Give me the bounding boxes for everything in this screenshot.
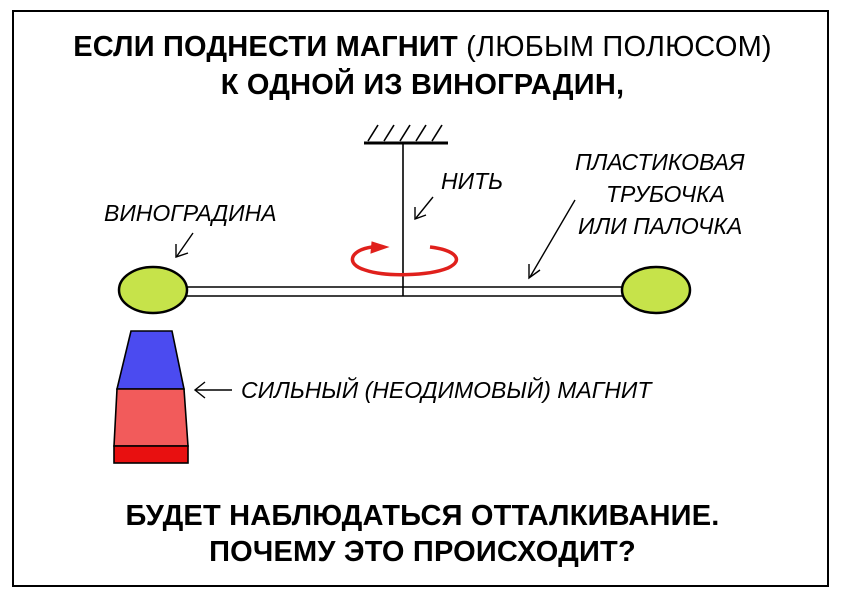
footer-line-2: ПОЧЕМУ ЭТО ПРОИСХОДИТ? bbox=[209, 536, 636, 568]
tube-label-line-3: ИЛИ ПАЛОЧКА bbox=[578, 213, 743, 239]
grape-label: ВИНОГРАДИНА bbox=[104, 200, 277, 226]
grape-left bbox=[117, 265, 189, 315]
headline-line-1-light: (ЛЮБЫМ ПОЛЮСОМ) bbox=[466, 31, 772, 63]
ceiling-mount bbox=[364, 124, 448, 145]
headline-line-2: К ОДНОЙ ИЗ ВИНОГРАДИН, bbox=[220, 69, 625, 101]
tube-label-line-1: ПЛАСТИКОВАЯ bbox=[575, 149, 745, 175]
magnet-label: СИЛЬНЫЙ (НЕОДИМОВЫЙ) МАГНИТ bbox=[241, 377, 652, 403]
rotation-arrow bbox=[350, 241, 459, 277]
tube-label-line-2: ТРУБОЧКА bbox=[606, 181, 726, 207]
diagram-frame bbox=[12, 10, 829, 587]
grape-right bbox=[620, 265, 692, 315]
thread-label: НИТЬ bbox=[441, 168, 504, 194]
magnet-pointer-arrow bbox=[193, 381, 232, 399]
footer-line-1: БУДЕТ НАБЛЮДАТЬСЯ ОТТАЛКИВАНИЕ. bbox=[125, 500, 720, 532]
tube-pointer-arrow bbox=[528, 199, 576, 280]
headline-line-1-bold: ЕСЛИ ПОДНЕСТИ МАГНИТ bbox=[73, 31, 458, 63]
plastic-tube bbox=[185, 286, 628, 297]
headline-line-1: ЕСЛИ ПОДНЕСТИ МАГНИТ (ЛЮБЫМ ПОЛЮСОМ) bbox=[0, 30, 845, 64]
neodymium-magnet bbox=[113, 330, 189, 464]
grape-pointer-arrow bbox=[175, 232, 194, 258]
thread-pointer-arrow bbox=[414, 196, 434, 220]
